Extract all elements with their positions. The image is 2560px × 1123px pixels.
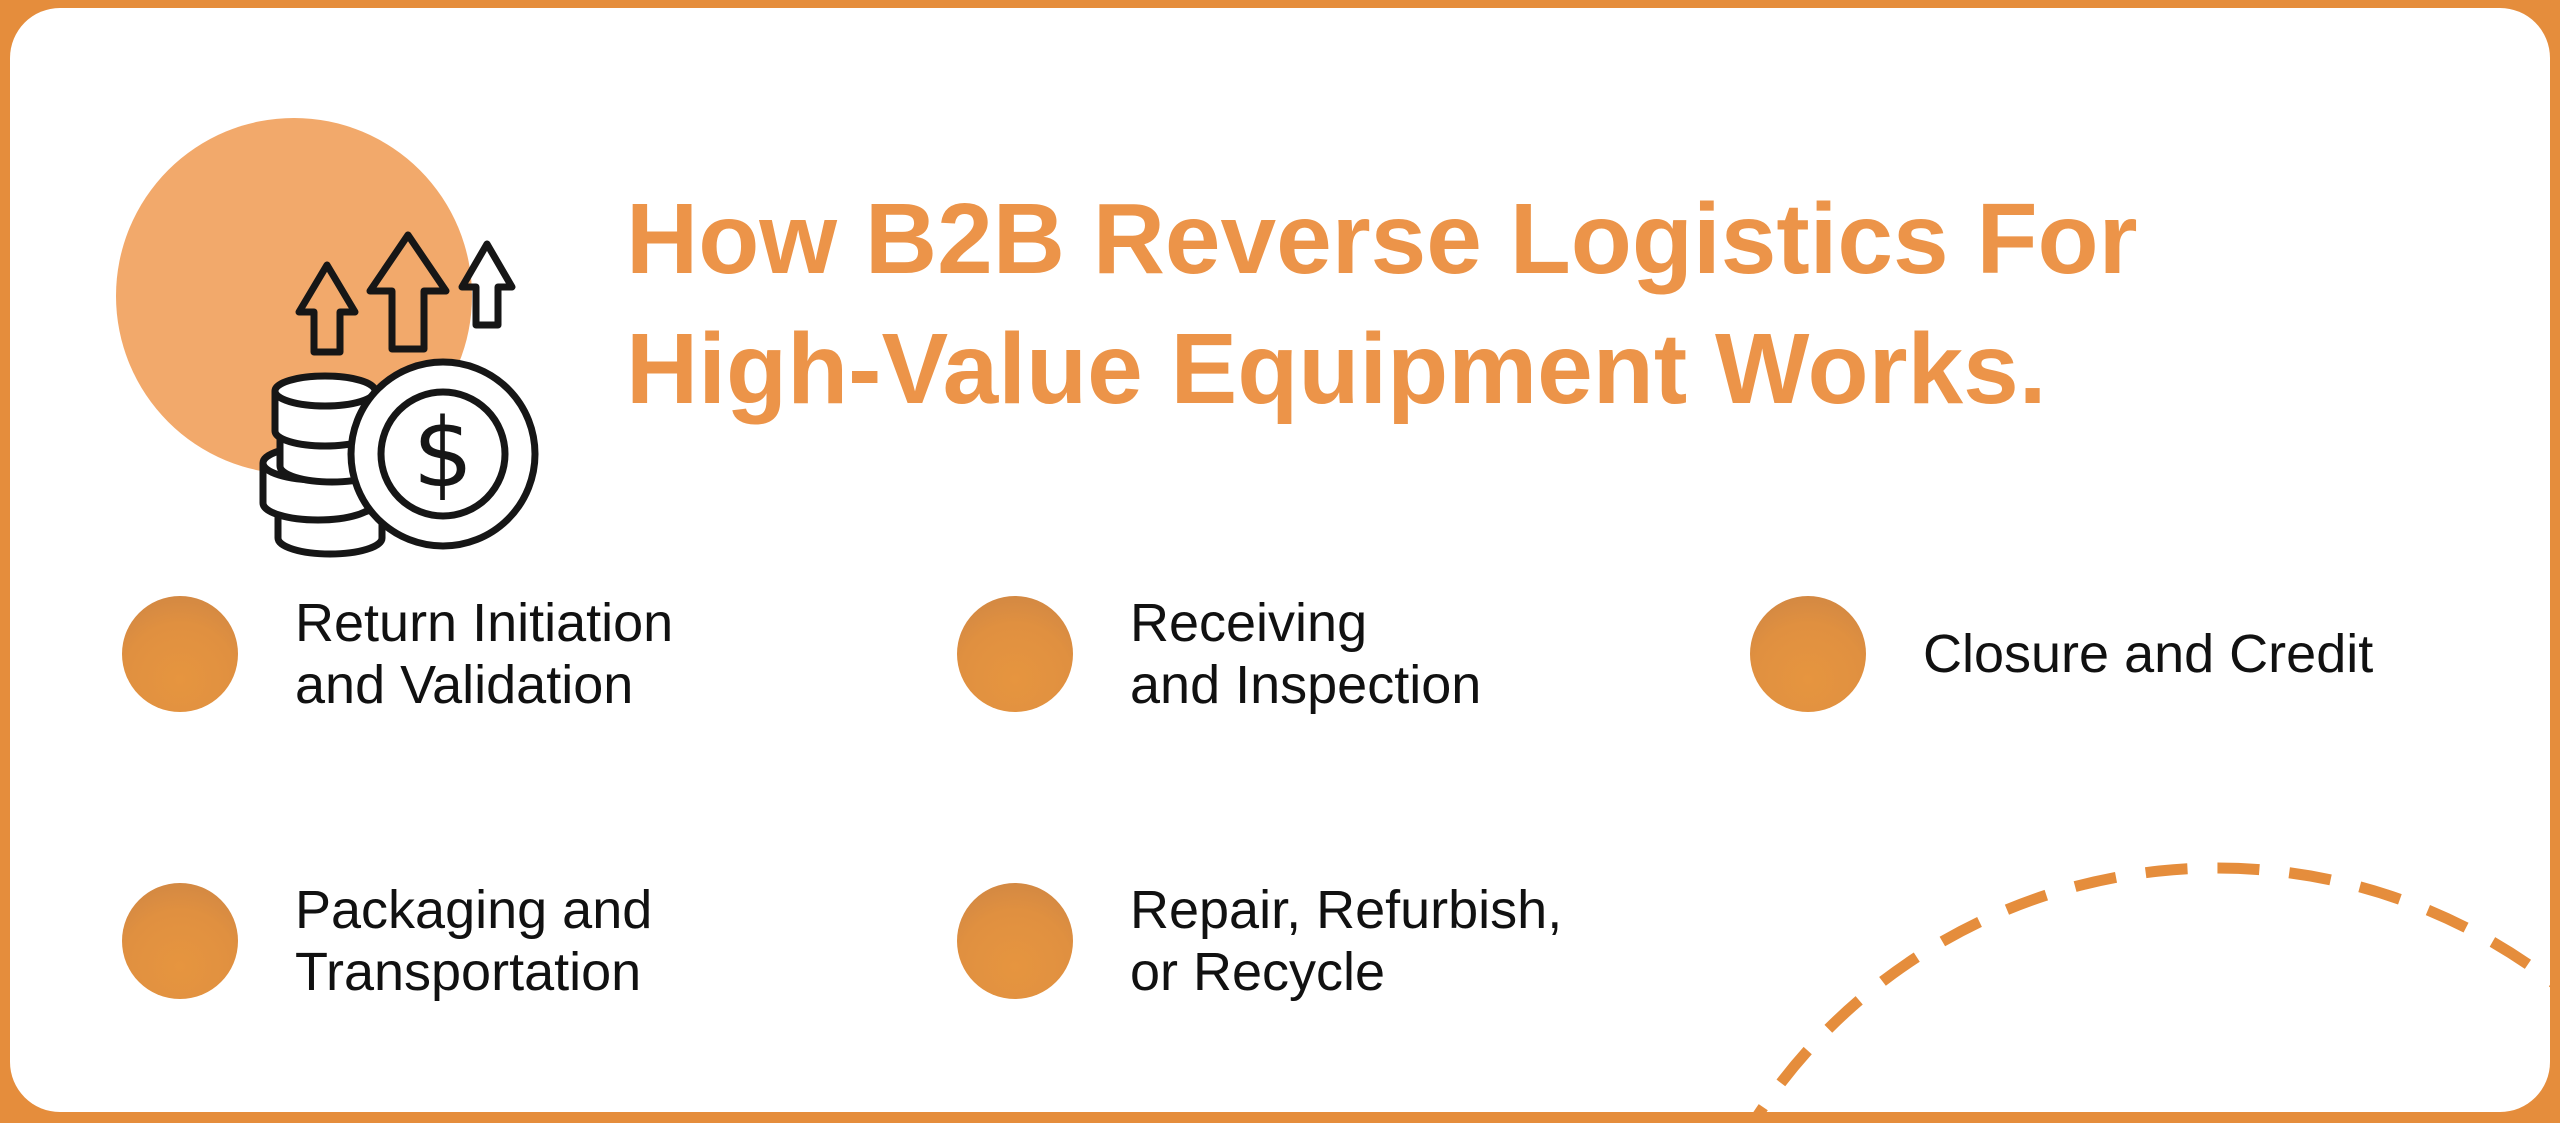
- step-bullet-circle: [957, 596, 1073, 712]
- step-label: Repair, Refurbish,or Recycle: [1130, 879, 1562, 1003]
- step-label-line: and Validation: [295, 655, 634, 715]
- dollar-coin-icon: $: [347, 358, 539, 550]
- step-label-line: Return Initiation: [295, 593, 674, 653]
- step-label: Closure and Credit: [1923, 623, 2373, 685]
- dashed-arc: [1753, 862, 2550, 1112]
- step-label-line: Closure and Credit: [1923, 624, 2374, 684]
- step-label-line: and Inspection: [1130, 655, 1482, 715]
- title-line-1: How B2B Reverse Logistics For: [626, 183, 2138, 295]
- step-label-line: Receiving: [1130, 593, 1368, 653]
- step-bullet-circle: [1750, 596, 1866, 712]
- step-item-closure-credit: Closure and Credit: [1750, 592, 2373, 716]
- step-label-line: or Recycle: [1130, 942, 1386, 1002]
- step-bullet-circle: [957, 883, 1073, 999]
- coins-growth-icon: $: [116, 118, 539, 558]
- step-bullet-circle: [122, 883, 238, 999]
- step-label-line: Packaging and: [295, 880, 653, 940]
- step-bullet-circle: [122, 596, 238, 712]
- step-label-line: Repair, Refurbish,: [1130, 880, 1563, 940]
- step-label-line: Transportation: [295, 942, 642, 1002]
- step-item-repair-refurbish-recycle: Repair, Refurbish,or Recycle: [957, 879, 1562, 1003]
- growth-arrows-icon: [295, 231, 516, 356]
- dollar-sign: $: [413, 399, 473, 509]
- title-line-2: High-Value Equipment Works.: [626, 313, 2047, 425]
